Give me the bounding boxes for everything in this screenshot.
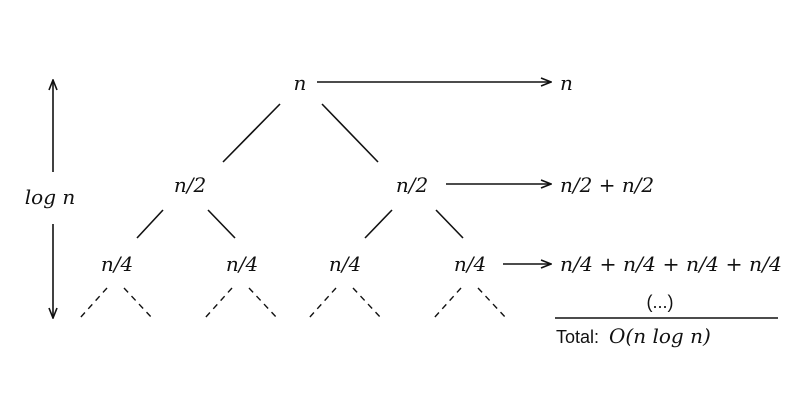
level2-node-3: n/4 bbox=[329, 252, 361, 276]
edge-l1b-right bbox=[435, 209, 464, 239]
continuation-ellipsis: (...) bbox=[647, 292, 674, 312]
height-label: log n bbox=[25, 185, 75, 209]
level-sum-1: n/2 + n/2 bbox=[560, 173, 654, 197]
edge-l1a-left bbox=[136, 209, 164, 239]
tree-root-node: n bbox=[294, 71, 307, 95]
dashed-edge-2a bbox=[204, 287, 233, 319]
dashed-edge-4a bbox=[433, 287, 462, 319]
edge-l1a-right bbox=[207, 209, 236, 239]
dashed-edge-3b bbox=[352, 287, 382, 319]
dashed-edge-1a bbox=[79, 287, 108, 319]
dashed-edge-1b bbox=[123, 287, 153, 319]
level2-node-1: n/4 bbox=[101, 252, 133, 276]
level2-node-4: n/4 bbox=[454, 252, 486, 276]
edge-root-left bbox=[222, 103, 281, 163]
total-prefix: Total: bbox=[556, 327, 599, 347]
dashed-edge-3a bbox=[308, 287, 337, 319]
edge-l1b-left bbox=[364, 209, 393, 239]
level2-node-2: n/4 bbox=[226, 252, 258, 276]
dashed-edge-2b bbox=[248, 287, 278, 319]
level-sum-0: n bbox=[560, 71, 573, 95]
level1-node-right: n/2 bbox=[396, 173, 428, 197]
level1-node-left: n/2 bbox=[174, 173, 206, 197]
level-sum-2: n/4 + n/4 + n/4 + n/4 bbox=[560, 252, 782, 276]
total-value: O(n log n) bbox=[609, 324, 711, 348]
dashed-edge-4b bbox=[477, 287, 507, 319]
total-line: Total: O(n log n) bbox=[556, 324, 711, 348]
edge-root-right bbox=[321, 103, 379, 163]
